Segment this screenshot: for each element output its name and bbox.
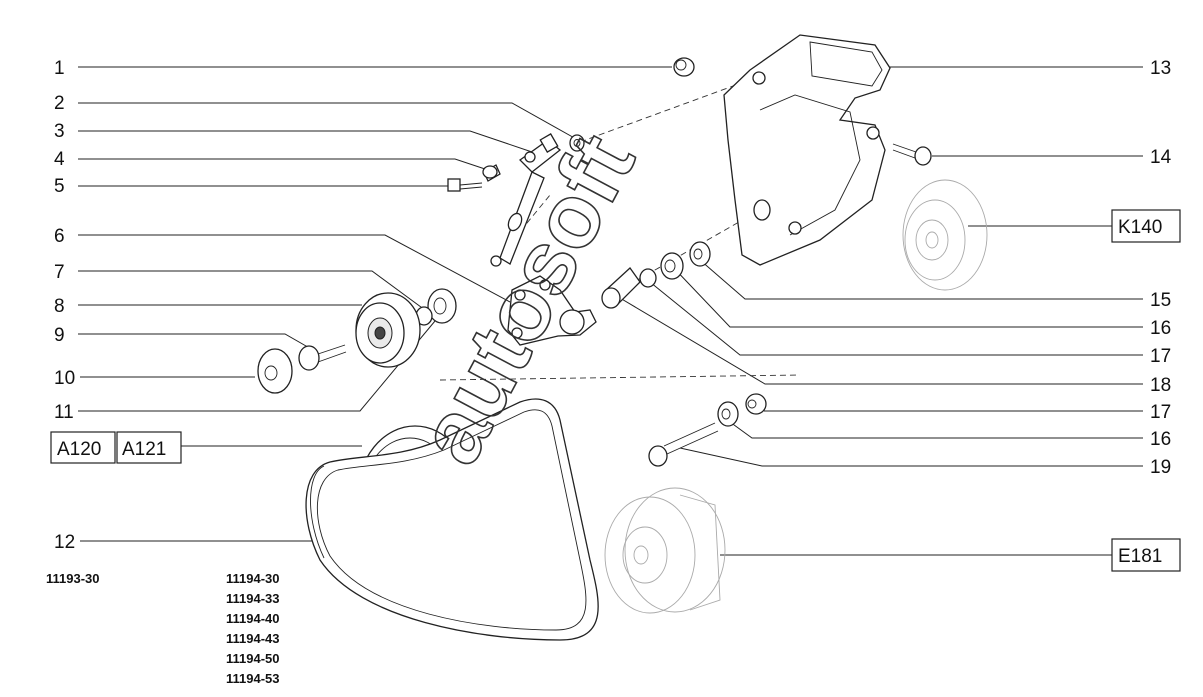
callout-1: 1 [54,58,65,79]
model-code-2: 11194-33 [226,591,280,606]
part-6-tensioner-bracket [507,275,597,346]
boxed-codes-right: K140 E181 [720,209,1181,572]
alternator-k140 [902,179,988,291]
callout-3: 3 [54,121,65,142]
model-code-4: 11194-43 [226,631,280,646]
model-code-1: 11194-30 [226,571,280,586]
callout-8: 8 [54,296,65,317]
part-19-long-bolt [648,422,719,467]
callout-15: 15 [1150,290,1171,311]
callout-12: 12 [54,532,75,553]
callout-17-lower: 17 [1150,402,1171,423]
code-a120: A120 [57,439,101,460]
callout-16-lower: 16 [1150,429,1171,450]
callout-14: 14 [1150,147,1172,168]
part-17-nut-upper [639,268,657,288]
callout-6: 6 [54,226,65,247]
part-12-drive-belt [305,398,599,641]
callout-10: 10 [54,368,75,389]
boxed-codes-left: A120 A121 [50,431,362,464]
part-15-washer [689,241,711,267]
code-a121: A121 [122,439,166,460]
part-16-spacer-upper [660,252,684,280]
part-14-bolt [892,143,932,166]
callout-5: 5 [54,176,65,197]
right-callouts: 13 14 15 16 17 18 17 16 19 [619,58,1172,478]
callout-19: 19 [1150,457,1171,478]
model-code-3: 11194-40 [226,611,280,626]
callout-18: 18 [1150,375,1171,396]
callout-13: 13 [1150,58,1171,79]
callout-11: 11 [54,402,74,423]
part-5-bolt [447,178,483,192]
part-8-idler-pulley [355,292,421,368]
part-16-spacer-lower [717,401,739,427]
compressor-e181 [604,487,726,614]
code-e181: E181 [1118,546,1162,567]
model-code-6: 11194-53 [226,671,280,686]
model-code-5: 11194-50 [226,651,280,666]
code-k140: K140 [1118,217,1162,238]
part-2-washer [569,134,585,152]
callout-17-upper: 17 [1150,346,1171,367]
callout-4: 4 [54,149,65,170]
model-codes: 11193-30 11194-30 11194-33 11194-40 1119… [46,571,280,686]
part-13-support-bracket [723,34,891,266]
callout-2: 2 [54,93,65,114]
callout-7: 7 [54,262,65,283]
part-18-sleeve [601,267,641,309]
callout-9: 9 [54,325,65,346]
part-10-cap [257,348,293,394]
part-9-bolt [298,344,347,371]
left-callouts: 1 2 3 4 5 6 7 8 9 10 11 12 [54,58,672,553]
part-7-spacer [415,288,457,326]
part-17-nut-lower [745,393,767,415]
part-3-tensioner-strut [490,133,562,267]
part-4-sleeve [482,164,501,182]
part-1-bush [673,57,695,77]
callout-16-upper: 16 [1150,318,1171,339]
model-code-left: 11193-30 [46,571,100,586]
